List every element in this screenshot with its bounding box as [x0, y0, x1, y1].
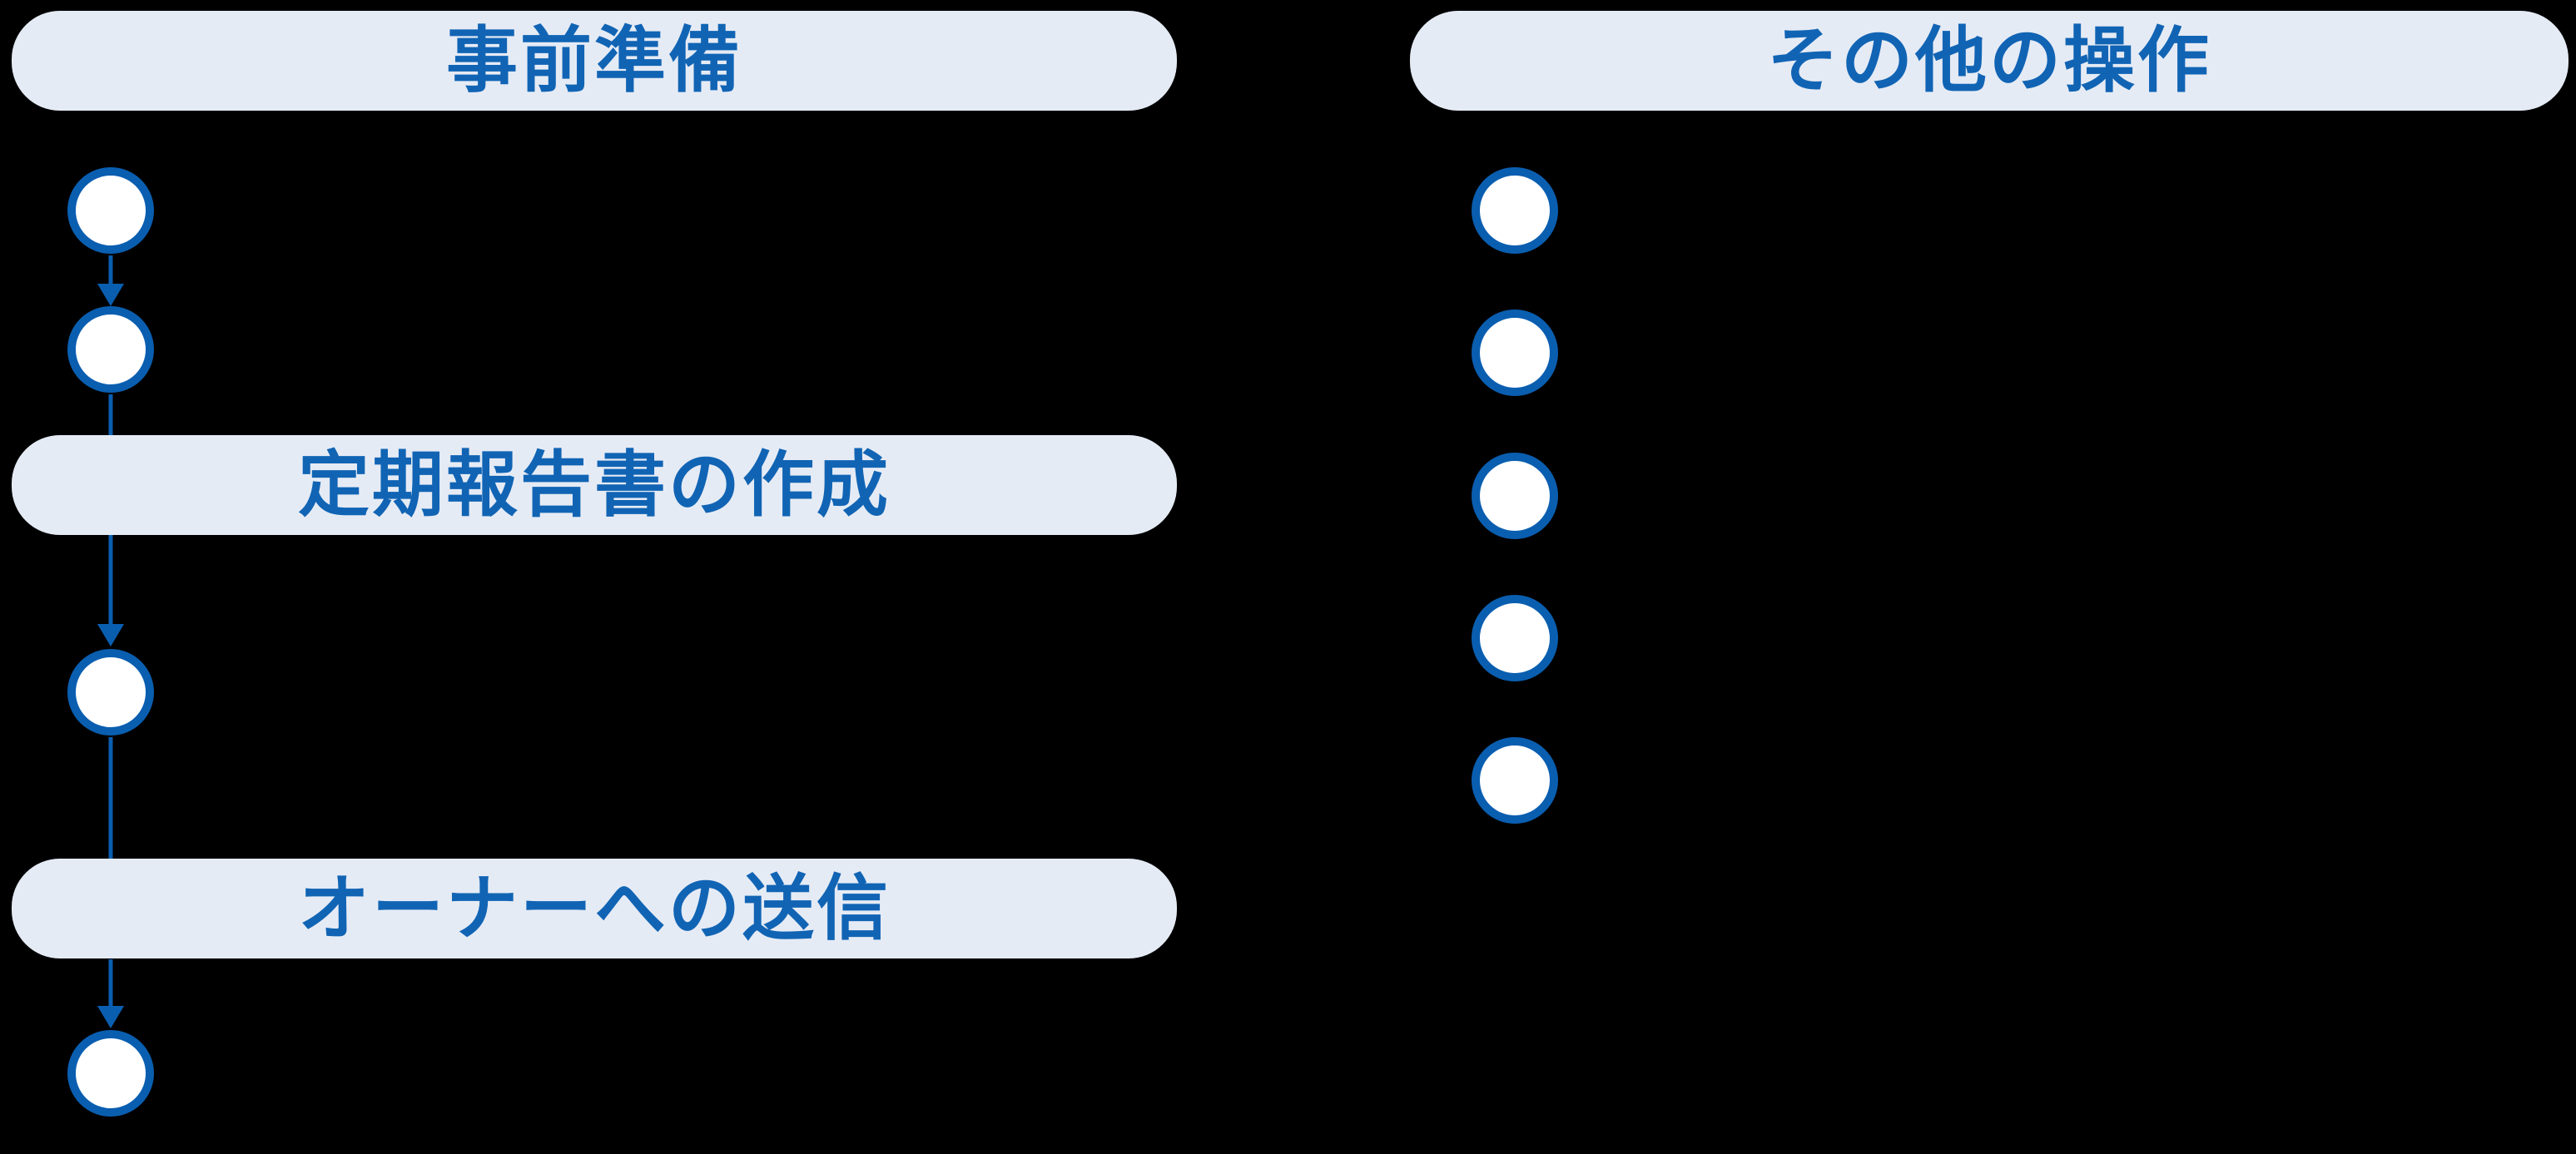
- section-header-send-to-owner: オーナーへの送信: [12, 859, 1177, 958]
- arrowhead-icon: [97, 624, 124, 646]
- arrowhead-icon: [97, 284, 124, 306]
- step-node: [1472, 167, 1558, 254]
- step-node: [67, 306, 154, 393]
- step-node: [67, 167, 154, 254]
- section-header-preparation: 事前準備: [12, 11, 1177, 111]
- step-node: [1472, 310, 1558, 396]
- section-header-other-operations: その他の操作: [1410, 11, 2569, 111]
- step-node: [1472, 737, 1558, 824]
- arrowhead-icon: [97, 1006, 124, 1028]
- step-node: [67, 1030, 154, 1117]
- step-node: [67, 649, 154, 735]
- step-node: [1472, 453, 1558, 539]
- section-header-report-creation: 定期報告書の作成: [12, 435, 1177, 535]
- step-node: [1472, 595, 1558, 681]
